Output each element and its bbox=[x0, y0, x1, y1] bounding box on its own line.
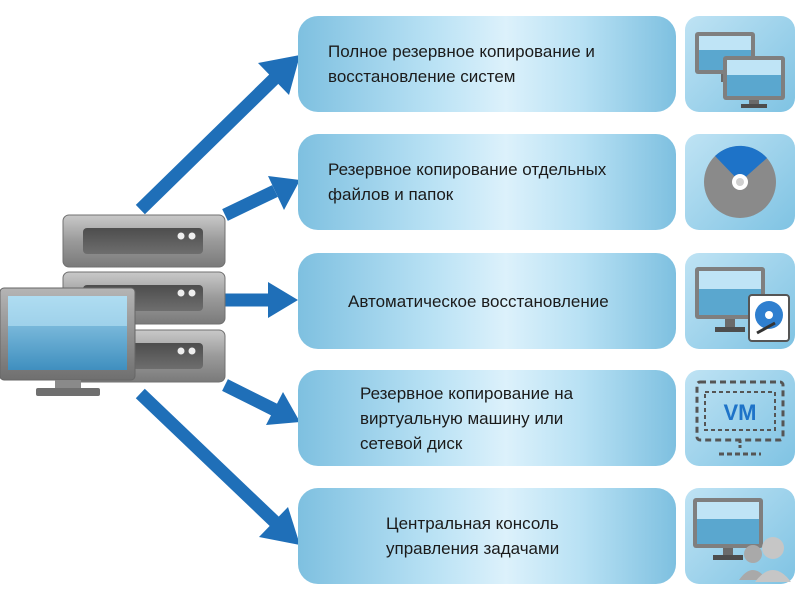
feature-text-line: Полное резервное копирование и bbox=[328, 42, 595, 61]
feature-text-line: Автоматическое восстановление bbox=[348, 291, 609, 311]
feature-box: Полное резервное копирование и восстанов… bbox=[298, 16, 676, 112]
feature-text-line: Резервное копирование отдельных bbox=[328, 160, 607, 179]
feature-text-line: виртуальную машину или bbox=[360, 408, 564, 428]
feature-box: Резервное копирование на виртуальную маш… bbox=[298, 370, 676, 466]
feature-text: Центральная консоль управления задачами bbox=[298, 511, 676, 561]
monitor-with-users-icon bbox=[685, 488, 795, 584]
arrow-2 bbox=[222, 176, 300, 221]
monitor-with-disk-icon bbox=[685, 253, 795, 349]
feature-text: Резервное копирование отдельных файлов и… bbox=[316, 157, 658, 207]
disc-icon bbox=[685, 134, 795, 230]
virtual-machine-icon: VM bbox=[685, 370, 795, 466]
feature-text-line: файлов и папок bbox=[328, 185, 454, 204]
feature-text-line: Резервное копирование на bbox=[360, 383, 574, 403]
feature-text: Резервное копирование на виртуальную маш… bbox=[298, 381, 676, 456]
vm-label: VM bbox=[724, 400, 757, 425]
arrow-3 bbox=[225, 282, 298, 318]
arrows bbox=[135, 55, 300, 545]
server-unit bbox=[62, 214, 226, 268]
feature-text-line: сетевой диск bbox=[360, 433, 463, 453]
feature-text: Автоматическое восстановление bbox=[298, 289, 676, 314]
arrow-4 bbox=[222, 379, 300, 425]
two-monitors-icon bbox=[685, 16, 795, 112]
workstation-monitor bbox=[0, 287, 136, 396]
feature-box: Центральная консоль управления задачами bbox=[298, 488, 676, 584]
feature-text-line: Центральная консоль bbox=[386, 514, 559, 533]
arrow-5 bbox=[135, 388, 300, 545]
arrow-1 bbox=[135, 55, 300, 215]
feature-box: Автоматическое восстановление bbox=[298, 253, 676, 349]
feature-text: Полное резервное копирование и восстанов… bbox=[316, 39, 658, 89]
feature-box: Резервное копирование отдельных файлов и… bbox=[298, 134, 676, 230]
feature-text-line: управления задачами bbox=[386, 539, 560, 558]
feature-text-line: восстановление систем bbox=[328, 67, 516, 86]
